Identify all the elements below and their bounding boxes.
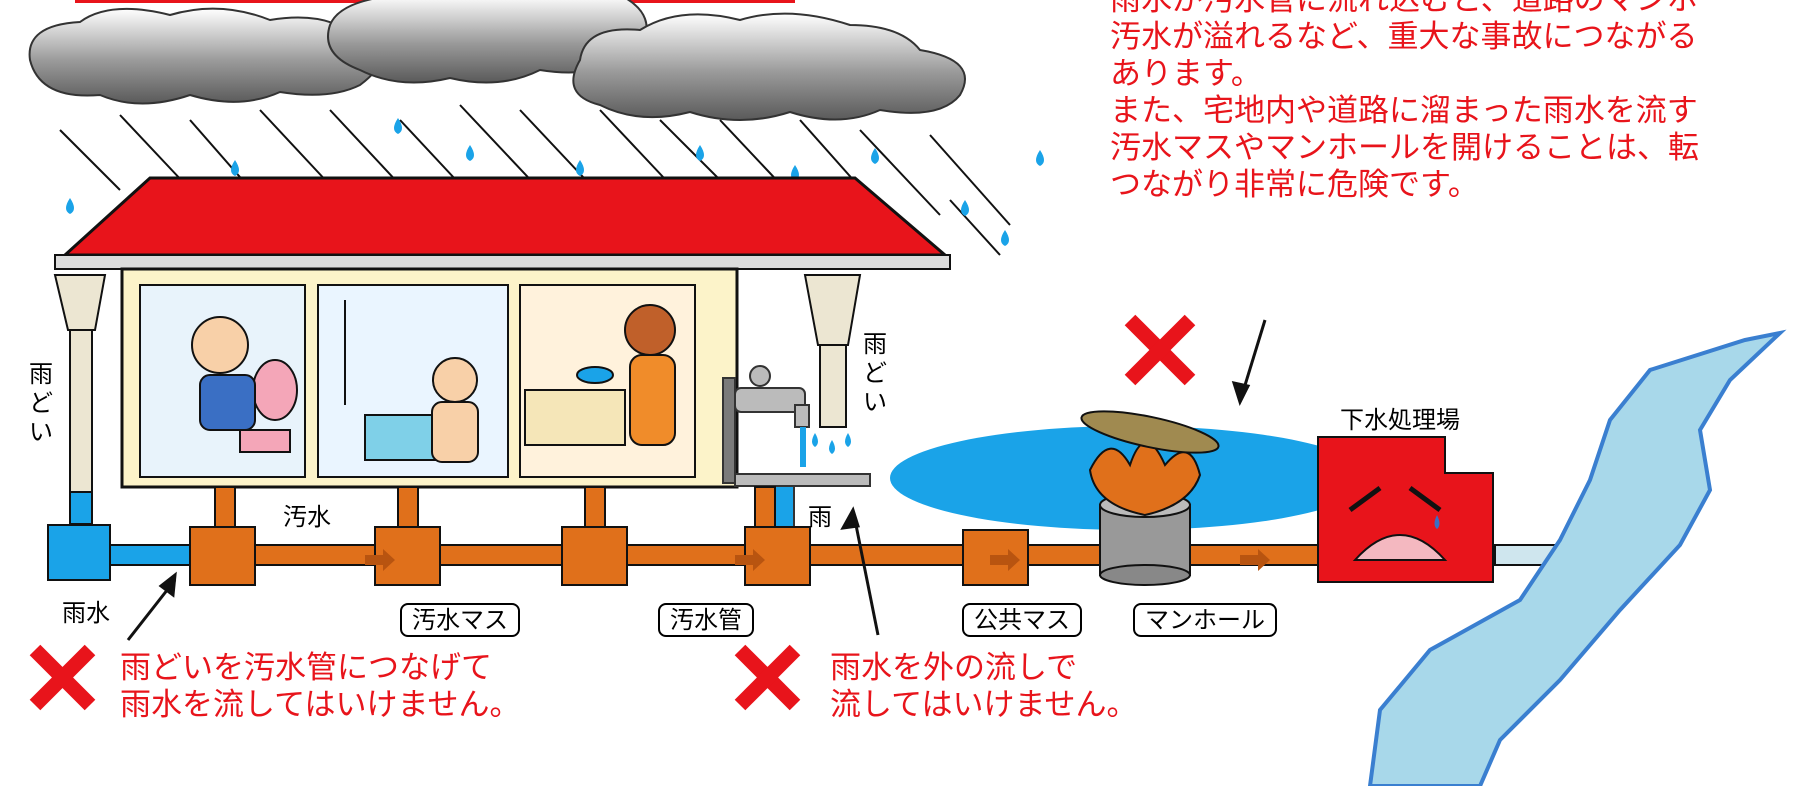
- label-downspout-right: 雨どい: [863, 330, 887, 416]
- downspout-left: [47, 274, 111, 581]
- splash-drops: [812, 433, 851, 454]
- label-downspout-left: 雨どい: [29, 360, 53, 446]
- label-public-box: 公共マス: [962, 603, 1082, 637]
- faucet-icon: [722, 365, 871, 533]
- top-warning-line: 汚水が溢れるなど、重大な事故につながる: [1110, 19, 1698, 55]
- top-warning-line: 汚水マスやマンホールを開けることは、転: [1110, 130, 1699, 166]
- label-sewage-box: 汚水マス: [400, 603, 520, 637]
- top-warning-line: つながり非常に危険です。: [1110, 167, 1479, 203]
- warning-downspout: 雨どいを汚水管につなげて 雨水を流してはいけません。: [120, 650, 521, 724]
- arrow-icon: [126, 319, 1267, 641]
- prohibited-cross-icon: [29, 644, 96, 711]
- manhole: [1080, 410, 1220, 586]
- warning-line: 流してはいけません。: [830, 687, 1138, 723]
- label-rain: 雨: [808, 503, 832, 531]
- label-rainwater: 雨水: [62, 599, 110, 627]
- prohibited-cross-icon: [734, 644, 801, 711]
- downspout-right: [803, 274, 862, 428]
- treatment-plant: [1317, 436, 1494, 583]
- prohibited-cross-icon: [1124, 314, 1196, 386]
- gutter: [54, 254, 951, 270]
- label-manhole: マンホール: [1133, 603, 1277, 637]
- top-warning-line: あります。: [1110, 56, 1262, 92]
- river: [1367, 329, 1787, 786]
- label-sewage-pipe: 汚水管: [658, 603, 754, 637]
- warning-line: 雨水を外の流しで: [830, 650, 1078, 686]
- warning-line: 雨どいを汚水管につなげて: [120, 650, 492, 686]
- label-treatment-plant: 下水処理場: [1340, 406, 1460, 434]
- rooms: [139, 284, 696, 478]
- top-warning-line: 雨水が汚水管に流れ込むと、道路のマンホ: [1110, 0, 1698, 18]
- house-roof: [61, 176, 950, 257]
- label-sewage: 汚水: [283, 503, 331, 531]
- rain-clouds: [28, 0, 966, 121]
- warning-outdoor-sink: 雨水を外の流しで 流してはいけません。: [830, 650, 1138, 724]
- top-warning: 雨水が汚水管に流れ込むと、道路のマンホ 汚水が溢れるなど、重大な事故につながる …: [1110, 0, 1699, 204]
- warning-line: 雨水を流してはいけません。: [120, 687, 521, 723]
- top-warning-line: また、宅地内や道路に溜まった雨水を流す: [1110, 93, 1698, 129]
